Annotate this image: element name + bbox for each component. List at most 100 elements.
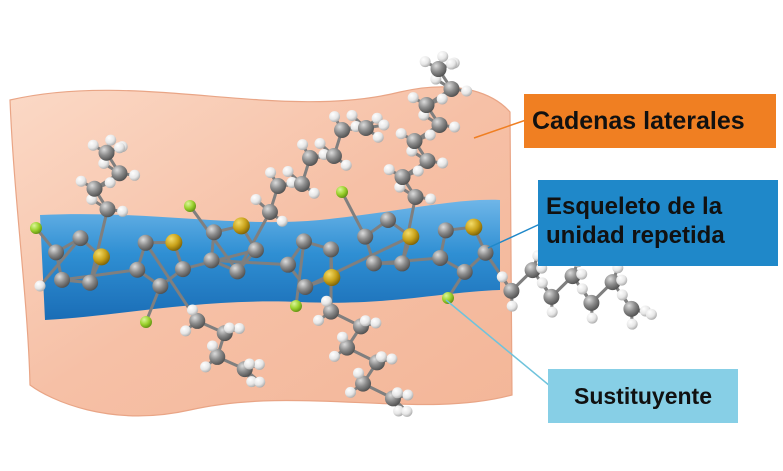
- backbone-label-line2: unidad repetida: [546, 221, 778, 250]
- hydrogen-atom: [437, 51, 448, 62]
- carbon-atom: [297, 279, 313, 295]
- hydrogen-atom: [392, 387, 403, 398]
- carbon-atom: [248, 242, 264, 258]
- hydrogen-atom: [254, 377, 265, 388]
- carbon-atom: [72, 230, 88, 246]
- hydrogen-atom: [309, 188, 320, 199]
- carbon-atom: [419, 97, 435, 113]
- hydrogen-atom: [547, 307, 558, 318]
- carbon-atom: [99, 145, 115, 161]
- carbon-atom: [82, 275, 98, 291]
- carbon-atom: [334, 122, 350, 138]
- fluorine-atom: [30, 222, 42, 234]
- carbon-atom: [358, 120, 374, 136]
- hydrogen-atom: [329, 351, 340, 362]
- hydrogen-atom: [200, 361, 211, 372]
- hydrogen-atom: [254, 359, 265, 370]
- hydrogen-atom: [616, 275, 627, 286]
- hydrogen-atom: [370, 317, 381, 328]
- hydrogen-atom: [408, 92, 419, 103]
- hydrogen-atom: [315, 138, 326, 149]
- carbon-atom: [432, 250, 448, 266]
- hydrogen-atom: [587, 313, 598, 324]
- hydrogen-atom: [376, 351, 387, 362]
- sulfur-atom: [165, 234, 182, 251]
- carbon-atom: [395, 169, 411, 185]
- carbon-atom: [407, 133, 423, 149]
- carbon-atom: [323, 241, 339, 257]
- fluorine-atom: [184, 200, 196, 212]
- carbon-atom: [48, 244, 64, 260]
- hydrogen-atom: [207, 341, 218, 352]
- hydrogen-atom: [283, 166, 294, 177]
- hydrogen-atom: [577, 283, 588, 294]
- carbon-atom: [280, 257, 296, 273]
- sulfur-atom: [93, 248, 110, 265]
- hydrogen-atom: [646, 309, 657, 320]
- carbon-atom: [152, 278, 168, 294]
- carbon-atom: [229, 263, 245, 279]
- hydrogen-atom: [88, 140, 99, 151]
- substituent-label: Sustituyente: [548, 369, 738, 423]
- carbon-atom: [270, 178, 286, 194]
- hydrogen-atom: [373, 132, 384, 143]
- hydrogen-atom: [313, 315, 324, 326]
- hydrogen-atom: [187, 305, 198, 316]
- hydrogen-atom: [329, 111, 340, 122]
- hydrogen-atom: [617, 289, 628, 300]
- hydrogen-atom: [129, 170, 140, 181]
- carbon-atom: [111, 165, 127, 181]
- hydrogen-atom: [497, 271, 508, 282]
- sulfur-atom: [323, 269, 340, 286]
- fluorine-atom: [290, 300, 302, 312]
- carbon-atom: [431, 117, 447, 133]
- hydrogen-atom: [180, 325, 191, 336]
- backbone-label: Esqueleto de la unidad repetida: [538, 180, 778, 266]
- carbon-atom: [394, 255, 410, 271]
- hydrogen-atom: [402, 389, 413, 400]
- hydrogen-atom: [420, 56, 431, 67]
- hydrogen-atom: [425, 193, 436, 204]
- hydrogen-atom: [244, 359, 255, 370]
- hydrogen-atom: [396, 128, 407, 139]
- carbon-atom: [296, 233, 312, 249]
- hydrogen-atom: [446, 59, 457, 70]
- sulfur-atom: [402, 228, 419, 245]
- side-chains-label: Cadenas laterales: [524, 94, 776, 148]
- carbon-atom: [54, 272, 70, 288]
- carbon-atom: [457, 264, 473, 280]
- sulfur-atom: [233, 217, 250, 234]
- carbon-atom: [407, 189, 423, 205]
- hydrogen-atom: [337, 332, 348, 343]
- carbon-atom: [326, 148, 342, 164]
- carbon-atom: [302, 150, 318, 166]
- carbon-atom: [431, 61, 447, 77]
- hydrogen-atom: [347, 110, 358, 121]
- carbon-atom: [438, 222, 454, 238]
- hydrogen-atom: [437, 93, 448, 104]
- carbon-atom: [366, 255, 382, 271]
- hydrogen-atom: [265, 167, 276, 178]
- carbon-atom: [294, 176, 310, 192]
- hydrogen-atom: [224, 323, 235, 334]
- hydrogen-atom: [576, 269, 587, 280]
- carbon-atom: [99, 201, 115, 217]
- hydrogen-atom: [507, 301, 518, 312]
- carbon-atom: [203, 252, 219, 268]
- hydrogen-atom: [627, 319, 638, 330]
- hydrogen-atom: [277, 216, 288, 227]
- sulfur-atom: [465, 219, 482, 236]
- carbon-atom: [129, 262, 145, 278]
- hydrogen-atom: [251, 194, 262, 205]
- hydrogen-atom: [449, 121, 460, 132]
- hydrogen-atom: [386, 353, 397, 364]
- hydrogen-atom: [234, 323, 245, 334]
- hydrogen-atom: [345, 387, 356, 398]
- hydrogen-atom: [105, 135, 116, 146]
- hydrogen-atom: [413, 165, 424, 176]
- carbon-atom: [262, 204, 278, 220]
- hydrogen-atom: [461, 85, 472, 96]
- backbone-label-line1: Esqueleto de la: [546, 192, 778, 221]
- carbon-atom: [87, 181, 103, 197]
- hydrogen-atom: [384, 164, 395, 175]
